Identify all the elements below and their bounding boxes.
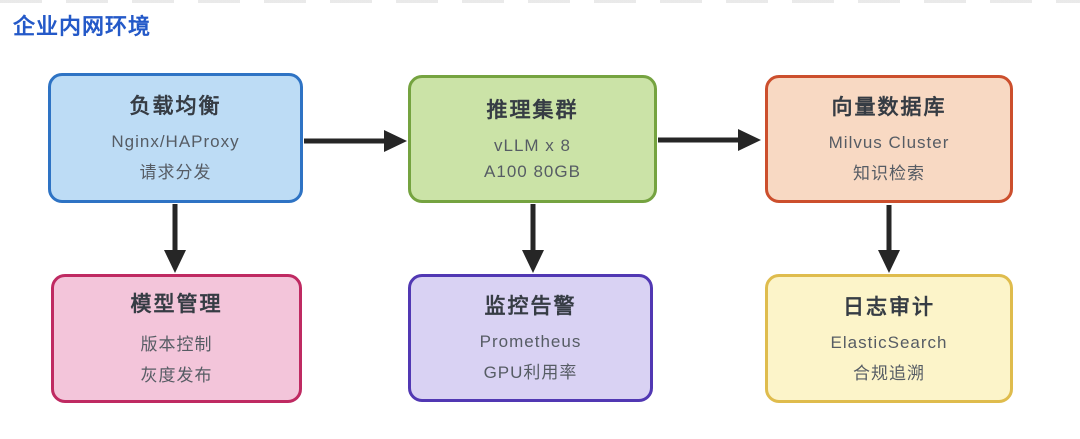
node-subtitle: 知识检索 xyxy=(853,164,925,183)
node-subtitle: ElasticSearch xyxy=(830,332,948,352)
node-subtitle: vLLM x 8 xyxy=(494,135,571,155)
arrow-inference-cluster-to-monitoring-alert xyxy=(522,204,544,273)
node-subtitle: Milvus Cluster xyxy=(828,133,950,152)
node-title: 推理集群 xyxy=(486,98,579,122)
node-title: 模型管理 xyxy=(130,293,223,316)
node-log-audit: 日志审计 ElasticSearch 合规追溯 xyxy=(765,274,1013,403)
node-subtitle: 版本控制 xyxy=(140,335,213,354)
node-subtitle: 合规追溯 xyxy=(853,363,925,383)
arrow-inference-cluster-to-vector-database xyxy=(658,129,761,151)
node-model-management: 模型管理 版本控制 灰度发布 xyxy=(51,274,302,403)
node-title: 监控告警 xyxy=(484,295,577,318)
node-subtitle: 灰度发布 xyxy=(140,366,213,385)
node-load-balancer: 负载均衡 Nginx/HAProxy 请求分发 xyxy=(48,73,303,203)
arrow-load-balancer-to-model-management xyxy=(164,204,186,273)
node-subtitle: A100 80GB xyxy=(484,161,581,181)
node-title: 负载均衡 xyxy=(129,95,222,118)
node-subtitle: GPU利用率 xyxy=(483,363,578,382)
node-inference-cluster: 推理集群 vLLM x 8 A100 80GB xyxy=(408,75,657,203)
arrow-vector-database-to-log-audit xyxy=(878,205,900,273)
node-subtitle: Nginx/HAProxy xyxy=(111,132,240,151)
node-subtitle: Prometheus xyxy=(479,332,582,351)
clipped-dashed-border xyxy=(0,0,1080,3)
node-title: 日志审计 xyxy=(843,295,935,319)
node-vector-database: 向量数据库 Milvus Cluster 知识检索 xyxy=(765,75,1013,203)
node-monitoring-alert: 监控告警 Prometheus GPU利用率 xyxy=(408,274,653,402)
arrow-load-balancer-to-inference-cluster xyxy=(304,130,407,152)
page-title: 企业内网环境 xyxy=(13,14,152,39)
node-title: 向量数据库 xyxy=(831,96,947,119)
node-subtitle: 请求分发 xyxy=(139,163,212,182)
